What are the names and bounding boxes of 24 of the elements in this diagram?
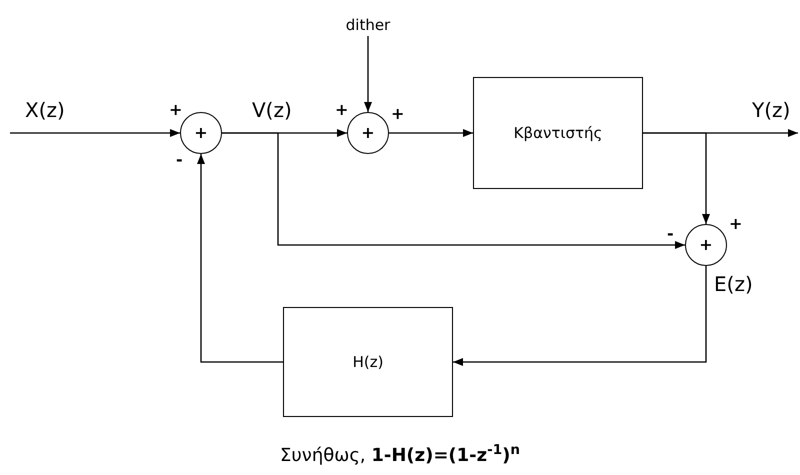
sign-label: + [335, 102, 348, 118]
sign-label: - [667, 226, 674, 242]
summing-junction: + [685, 224, 727, 266]
summing-junction: + [347, 112, 389, 154]
arrow [389, 129, 473, 137]
arrow [453, 266, 707, 366]
signal-label: V(z) [252, 100, 292, 120]
sign-label: + [729, 216, 742, 232]
sign-label: + [391, 106, 404, 122]
arrow [643, 132, 710, 224]
block-box: H(z) [283, 307, 453, 417]
sign-label: + [169, 102, 182, 118]
sign-label: - [176, 152, 183, 168]
input-label: dither [338, 14, 398, 36]
caption: Συνήθως, 1-H(z)=(1-z$^{-1}$)$^{n}$ [280, 442, 520, 468]
summing-junction: + [180, 112, 222, 154]
arrow [222, 132, 685, 249]
signal-label: Y(z) [752, 100, 790, 120]
arrow [197, 154, 283, 363]
arrow [10, 129, 180, 137]
block-box: Κβαντιστής [473, 77, 643, 189]
signal-label: E(z) [714, 274, 753, 294]
arrow [364, 36, 372, 112]
signal-label: X(z) [25, 100, 65, 120]
